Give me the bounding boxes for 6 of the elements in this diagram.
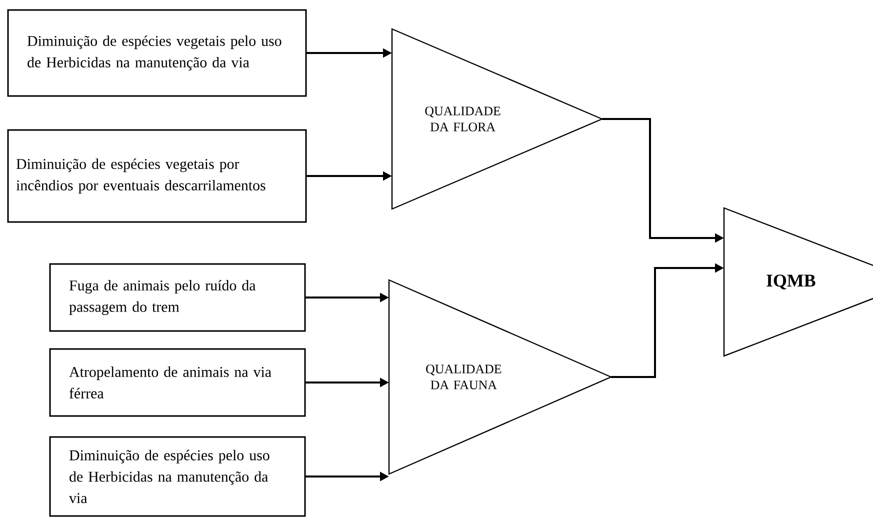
text-box: Diminuição de espécies vegetais por incêndios por eventuais descarrilamentos [7,129,307,223]
text-box: Diminuição de espécies vegetais pelo uso de Herbicidas na manutenção da via [7,9,307,97]
text-box: Fuga de animais pelo ruído da passagem do trem [49,263,306,332]
triangle-block: IQMB [723,207,873,357]
text-box: Atropelamento de animais na via férrea [49,348,306,417]
text-box: Diminuição de espécies pelo uso de Herbicidas na manutenção da via [49,436,306,517]
